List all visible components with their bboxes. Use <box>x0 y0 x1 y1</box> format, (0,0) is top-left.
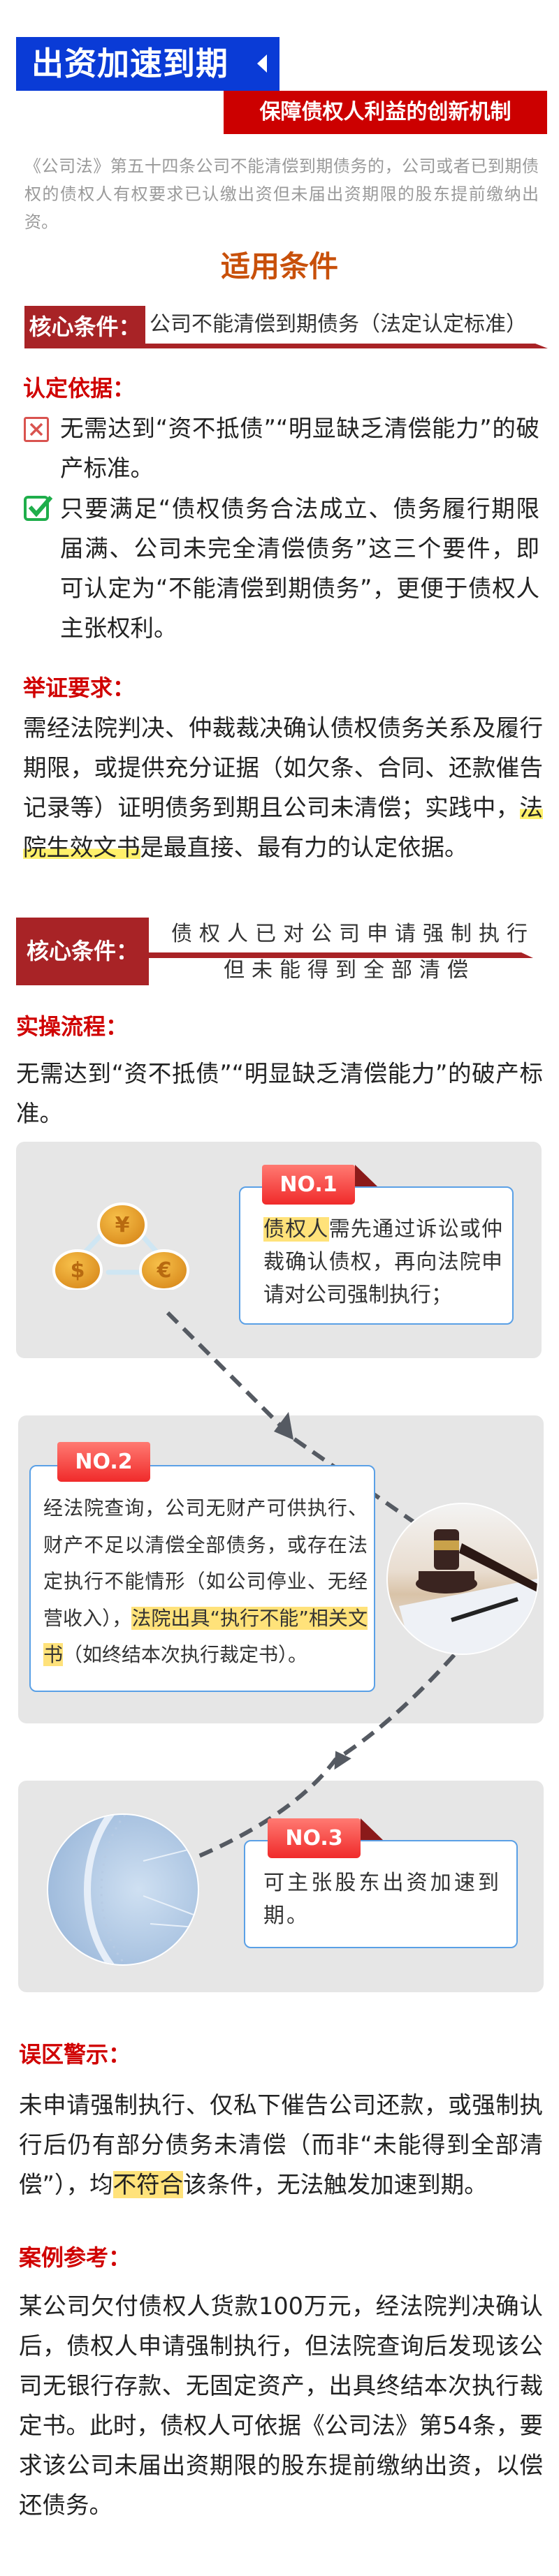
step-text-part: 经法院查询，公司无财产可供执行、财产不足以清偿全部债务，或存在法定执行不能情形（… <box>43 1496 368 1630</box>
step-badge-3: NO.3 <box>268 1818 361 1858</box>
basis-item: 只要满足“债权债务合法成立、债务履行期限届满、公司未完全清偿债务”这三个要件，即… <box>60 495 539 642</box>
step-card-1 <box>239 1186 514 1325</box>
step-text-3: 可主张股东出资加速到期。 <box>263 1871 501 1928</box>
step-text-part: 需先通过诉讼或仲裁确认债权，再向法院申请对公司强制执行； <box>263 1217 503 1307</box>
case-heading: 案例参考： <box>19 2244 131 2271</box>
svg-text:¥: ¥ <box>115 1213 130 1237</box>
process-text: 无需达到“资不抵债”“明显缺乏清偿能力”的破产标准。 <box>16 1060 543 1127</box>
case-text: 某公司欠付债权人货款100万元，经法院判决确认后，债权人申请强制执行，但法院查询… <box>19 2292 543 2519</box>
svg-text:$: $ <box>71 1258 85 1283</box>
proof-text-part: 是最直接、最有力的认定依据。 <box>140 834 468 861</box>
check-box-icon <box>24 494 53 521</box>
caret-left-icon <box>257 54 267 73</box>
condition-line2: 但未能得到全部清偿 <box>224 958 475 982</box>
condition-divider <box>140 952 533 958</box>
badge-fold <box>355 1165 377 1186</box>
process-heading: 实操流程： <box>16 1013 129 1040</box>
basis-item: 无需达到“资不抵债”“明显缺乏清偿能力”的破产标准。 <box>60 415 539 482</box>
condition-label: 核心条件： <box>16 918 149 985</box>
page-title: 出资加速到期 <box>16 37 280 91</box>
warning-heading: 误区警示： <box>19 2041 131 2068</box>
flow-line <box>166 1311 421 1528</box>
warning-text-part: 未申请强制执行、仅私下催告公司还款，或强制执行后仍有部分债务未清偿（而非“未能得… <box>19 2091 543 2198</box>
step-badge-2: NO.2 <box>57 1442 150 1482</box>
proof-heading: 举证要求： <box>23 675 136 701</box>
section-title: 适用条件 <box>220 249 338 284</box>
gavel-icon <box>385 1501 540 1659</box>
step-text-2: 经法院查询，公司无财产可供执行、财产不足以清偿全部债务，或存在法定执行不能情形（… <box>43 1490 368 1674</box>
badge-fold <box>361 1818 383 1840</box>
arrowhead-icon <box>274 1412 293 1440</box>
condition-line1: 债权人已对公司申请强制执行 <box>171 922 535 946</box>
warning-text-part: 该条件，无法触发加速到期。 <box>183 2171 488 2198</box>
clock-icon <box>45 1812 201 1970</box>
x-box-icon <box>24 417 49 442</box>
arrowhead-icon <box>334 1751 351 1770</box>
condition-underline <box>133 344 548 348</box>
warning-highlight: 不符合 <box>112 2171 184 2198</box>
step-text-1: 债权人需先通过诉讼或仲裁确认债权，再向法院申请对公司强制执行； <box>263 1213 502 1311</box>
page-subtitle: 保障债权人利益的创新机制 <box>224 91 547 134</box>
step-badge-1: NO.1 <box>262 1165 355 1205</box>
step-highlight: 债权人 <box>263 1217 329 1242</box>
title-text: 出资加速到期 <box>31 45 228 82</box>
condition-text: 公司不能清偿到期债务（法定认定标准） <box>150 312 527 337</box>
step-card-2 <box>29 1465 375 1692</box>
warning-text: 未申请强制执行、仅私下催告公司还款，或强制执行后仍有部分债务未清偿（而非“未能得… <box>19 2085 543 2205</box>
condition-label: 核心条件： <box>24 306 145 348</box>
proof-text: 需经法院判决、仲裁裁决确认债权债务关系及履行期限，或提供充分证据（如欠条、合同、… <box>23 708 543 867</box>
step-text-part: （如终结本次执行裁定书）。 <box>63 1643 308 1666</box>
currency-exchange-icon: ¥ $ € <box>52 1202 192 1293</box>
intro-text: 《公司法》第五十四条公司不能清偿到期债务的，公司或者已到期债权的债权人有权要求已… <box>24 156 539 232</box>
proof-text-part: 需经法院判决、仲裁裁决确认债权债务关系及履行期限，或提供充分证据（如欠条、合同、… <box>23 714 543 821</box>
svg-text:€: € <box>157 1258 172 1283</box>
basis-heading: 认定依据： <box>23 375 136 402</box>
